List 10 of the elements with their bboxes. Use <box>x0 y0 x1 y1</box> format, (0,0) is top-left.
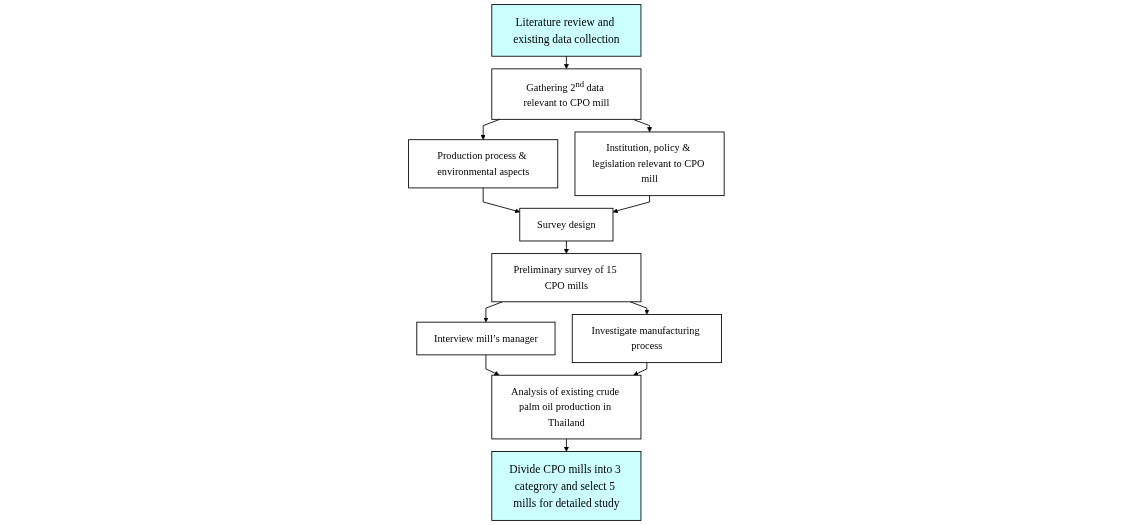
node-box: Analysis of existing crude palm oil production in Thailand <box>491 374 642 440</box>
node-box: Divide CPO mills into 3 categrory and select 5 mills for detailed study <box>491 451 642 521</box>
node-box: Preliminary survey of 15 CPO mills <box>491 253 642 303</box>
node-box: Production process & environmental aspects <box>408 139 559 189</box>
node-box: Gathering 2$^{nd}$ data relevant to CPO mill <box>491 68 642 120</box>
node-box: Survey design <box>519 207 614 242</box>
node-box: Investigate manufacturing process <box>571 314 722 364</box>
node-box: Interview mill’s manager <box>416 321 556 356</box>
node-box: Literature review and existing data collection <box>491 4 642 57</box>
node-box: Institution, policy & legislation relevant to CPO mill <box>574 131 725 197</box>
